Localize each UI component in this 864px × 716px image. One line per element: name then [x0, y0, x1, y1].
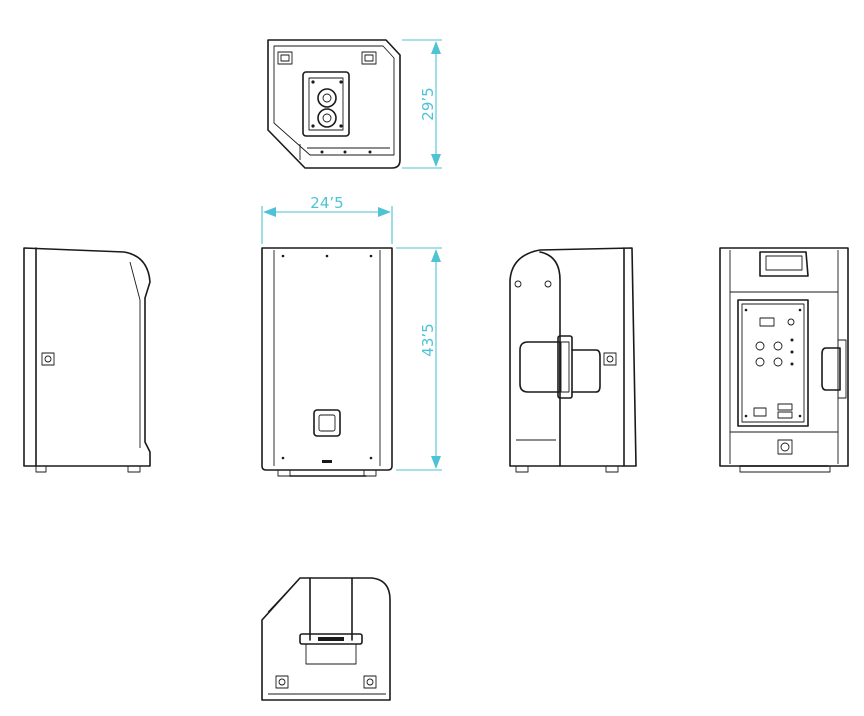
front-view — [261, 247, 393, 477]
bottom-view — [261, 577, 391, 701]
depth-arrow-top — [431, 41, 441, 54]
depth-label: 29’5 — [419, 87, 437, 120]
width-arrow-left — [263, 207, 276, 217]
height-label: 43’5 — [419, 323, 437, 356]
height-arrow-top — [431, 249, 441, 262]
depth-arrow-bottom — [431, 154, 441, 167]
width-arrow-right — [378, 207, 391, 217]
right-side-view — [509, 247, 637, 473]
width-dimension: 24’5 — [261, 194, 393, 244]
height-arrow-bottom — [431, 456, 441, 469]
width-label: 24’5 — [310, 194, 343, 212]
rear-view — [719, 247, 849, 473]
left-side-view — [23, 247, 151, 473]
height-dimension: 43’5 — [396, 247, 442, 471]
top-view — [267, 39, 401, 169]
depth-dimension: 29’5 — [402, 39, 442, 169]
